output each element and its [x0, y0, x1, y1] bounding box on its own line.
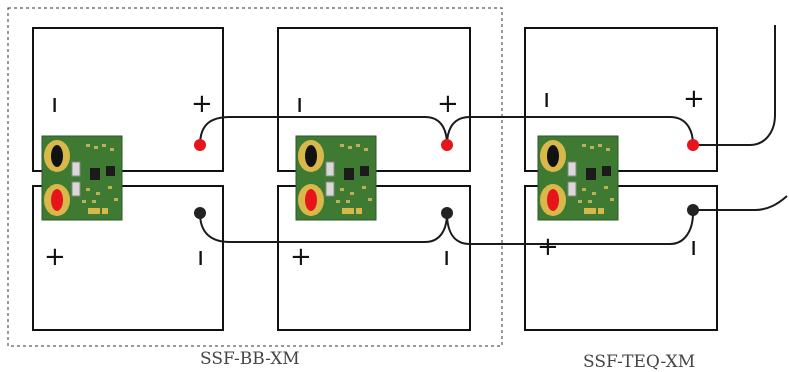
pcb-solder-pad: [598, 208, 604, 214]
pcb-smd-component: [340, 188, 344, 191]
pcb-chip: [90, 168, 100, 180]
negative-terminal: [687, 204, 699, 216]
plus-symbol: +: [437, 89, 459, 119]
pcb-smd-component: [362, 186, 366, 189]
pcb-smd-component: [114, 198, 118, 201]
pcb-fuse: [71, 161, 81, 177]
wire-negative-2-3: [446, 212, 694, 245]
pcb-smd-component: [364, 148, 368, 151]
battery-1-bottom: [32, 185, 224, 331]
minus-symbol: ı: [543, 84, 550, 114]
pcb-fuse: [567, 161, 577, 177]
pcb-chip: [602, 166, 611, 176]
pcb-smd-component: [598, 144, 602, 147]
caption-ssf-bb-xm: SSF-BB-XM: [200, 349, 300, 369]
pcb-smd-component: [96, 192, 100, 195]
pcb-pad-negative: [305, 145, 317, 167]
plus-symbol: +: [683, 84, 705, 114]
pcb-smd-component: [82, 200, 86, 203]
pcb-fuse: [325, 181, 335, 197]
pcb-smd-component: [94, 146, 98, 149]
pcb-pad-negative: [51, 145, 63, 167]
negative-terminal: [194, 207, 206, 219]
pcb-smd-component: [604, 186, 608, 189]
minus-symbol: ı: [197, 242, 204, 272]
pcb-fuse: [567, 181, 577, 197]
pcb-smd-component: [592, 192, 596, 195]
wire-negative-1-2: [199, 212, 448, 243]
pcb-chip: [344, 168, 354, 180]
pcb-smd-component: [86, 188, 90, 191]
plus-symbol: +: [191, 89, 213, 119]
pcb-board: [41, 135, 123, 221]
pcb-smd-component: [582, 144, 586, 147]
minus-symbol: ı: [443, 242, 450, 272]
minus-symbol: ı: [296, 89, 303, 119]
plus-symbol: +: [537, 232, 559, 262]
pcb-smd-component: [590, 146, 594, 149]
wire-positive-2-3: [446, 116, 694, 146]
pcb-smd-component: [346, 200, 350, 203]
pcb-smd-component: [336, 200, 340, 203]
pcb-smd-component: [368, 198, 372, 201]
pcb-smd-component: [610, 198, 614, 201]
pcb-smd-component: [350, 192, 354, 195]
pcb-chip: [106, 166, 115, 176]
caption-ssf-teq-xm: SSF-TEQ-XM: [583, 352, 696, 372]
pcb-pad-positive: [547, 189, 559, 211]
wire-negative-out: [693, 195, 788, 211]
pcb-board: [537, 135, 619, 221]
pcb-smd-component: [348, 146, 352, 149]
negative-terminal: [441, 207, 453, 219]
terminals: [194, 139, 699, 219]
pcb-smd-component: [340, 144, 344, 147]
pcb-smd-component: [356, 144, 360, 147]
pcb-smd-component: [582, 188, 586, 191]
pcb-solder-pad: [342, 208, 354, 214]
pcb-smd-component: [110, 148, 114, 151]
minus-symbol: ı: [690, 232, 697, 262]
pcb-smd-component: [92, 200, 96, 203]
pcb-solder-pad: [102, 208, 108, 214]
pcb-smd-component: [86, 144, 90, 147]
pcb-board: [295, 135, 377, 221]
pcb-smd-component: [108, 186, 112, 189]
pcb-smd-component: [588, 200, 592, 203]
pcb-pad-positive: [305, 189, 317, 211]
ssf-bb-xm-group-outline: [7, 7, 503, 347]
battery-3-top: [524, 27, 718, 172]
pcb-pad-positive: [51, 189, 63, 211]
pcb-chip: [360, 166, 369, 176]
plus-symbol: +: [290, 242, 312, 272]
positive-terminal: [687, 139, 699, 151]
pcb-pad-negative: [547, 145, 559, 167]
pcb-chip: [586, 168, 596, 180]
pcb-solder-pad: [88, 208, 100, 214]
wire-positive-1-2: [199, 116, 448, 146]
minus-symbol: ı: [51, 89, 58, 119]
positive-terminal: [194, 139, 206, 151]
pcb-smd-component: [606, 148, 610, 151]
pcb-fuse: [325, 161, 335, 177]
pcb-solder-pad: [584, 208, 596, 214]
pcb-fuse: [71, 181, 81, 197]
plus-symbol: +: [44, 242, 66, 272]
pcb-solder-pad: [356, 208, 362, 214]
wire-positive-out: [693, 25, 776, 146]
positive-terminal: [441, 139, 453, 151]
pcb-smd-component: [578, 200, 582, 203]
wires: [199, 25, 788, 245]
pcb-smd-component: [102, 144, 106, 147]
